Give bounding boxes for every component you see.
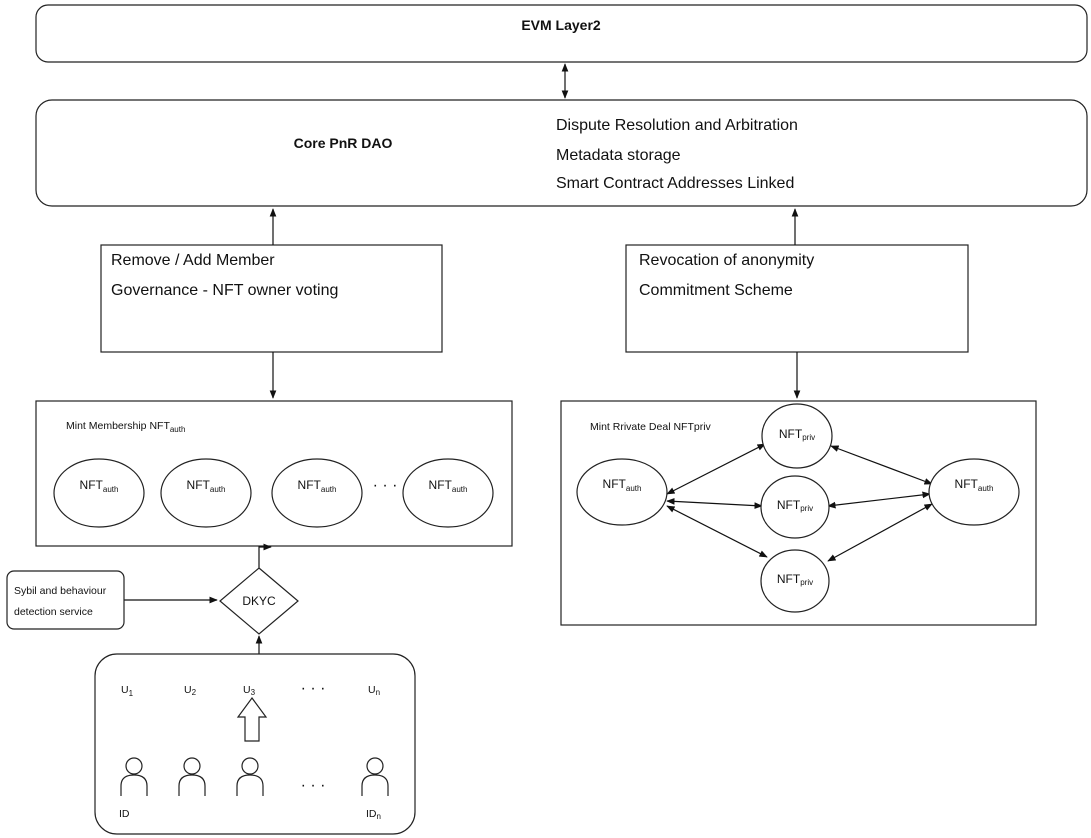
dkyc-decision: DKYC bbox=[219, 567, 299, 635]
id-last-label: IDn bbox=[366, 808, 381, 821]
svg-text:NFTauth: NFTauth bbox=[187, 478, 226, 494]
evm-layer2-box: EVM Layer2 bbox=[35, 4, 1088, 63]
core-dao-item-dispute: Dispute Resolution and Arbitration bbox=[556, 117, 798, 134]
users-group: U1 U2 U3 · · · Un · · · ID IDn bbox=[94, 653, 416, 835]
evm-layer2-title: EVM Layer2 bbox=[521, 17, 601, 33]
core-dao-item-metadata: Metadata storage bbox=[556, 147, 681, 164]
governance-item-voting: Governance - NFT owner voting bbox=[111, 282, 338, 299]
user-label: Un bbox=[368, 684, 380, 697]
svg-text:NFTauth: NFTauth bbox=[298, 478, 337, 494]
svg-text:NFTauth: NFTauth bbox=[603, 477, 642, 493]
core-dao-item-contracts: Smart Contract Addresses Linked bbox=[556, 175, 794, 192]
edge-priv-top-auth bbox=[830, 445, 933, 485]
dkyc-label: DKYC bbox=[242, 594, 276, 608]
nft-auth-node: NFTauth bbox=[928, 458, 1020, 526]
users-ellipsis-top: · · · bbox=[301, 680, 326, 697]
nft-auth-node: NFTauth bbox=[271, 458, 363, 528]
person-icon bbox=[236, 757, 264, 796]
person-icon bbox=[361, 757, 389, 796]
core-dao-title: Core PnR DAO bbox=[294, 135, 393, 151]
nft-auth-node: NFTauth bbox=[576, 458, 668, 526]
sybil-service-box: Sybil and behaviour detection service bbox=[6, 570, 125, 630]
membership-ellipsis: · · · bbox=[373, 477, 398, 494]
person-icon bbox=[120, 757, 148, 796]
id-first-label: ID bbox=[119, 808, 130, 820]
sybil-service-line1: Sybil and behaviour bbox=[14, 585, 107, 597]
person-icon bbox=[178, 757, 206, 796]
revocation-item-commitment: Commitment Scheme bbox=[639, 282, 793, 299]
nft-priv-node: NFTpriv bbox=[760, 475, 830, 539]
nft-auth-node: NFTauth bbox=[160, 458, 252, 528]
svg-text:NFTauth: NFTauth bbox=[429, 478, 468, 494]
nft-priv-node: NFTpriv bbox=[761, 403, 833, 469]
revocation-item-anonymity: Revocation of anonymity bbox=[639, 252, 814, 269]
up-arrow-icon bbox=[236, 696, 268, 742]
revocation-box: Revocation of anonymity Commitment Schem… bbox=[625, 244, 969, 353]
arrow-dkyc-to-membership bbox=[258, 543, 272, 568]
governance-box: Remove / Add Member Governance - NFT own… bbox=[100, 244, 443, 353]
sybil-service-line2: detection service bbox=[14, 606, 93, 618]
svg-text:NFTauth: NFTauth bbox=[80, 478, 119, 494]
svg-text:NFTpriv: NFTpriv bbox=[777, 498, 813, 513]
edge-auth-priv-mid bbox=[666, 498, 763, 509]
governance-item-remove-add: Remove / Add Member bbox=[111, 252, 275, 269]
svg-text:NFTpriv: NFTpriv bbox=[777, 572, 813, 587]
users-ellipsis-bottom: · · · bbox=[301, 777, 326, 794]
user-label: U3 bbox=[243, 684, 256, 697]
nft-auth-node: NFTauth bbox=[402, 458, 494, 528]
nft-auth-node: NFTauth bbox=[53, 458, 145, 528]
user-label: U2 bbox=[184, 684, 197, 697]
membership-panel-title: Mint Membership NFTauth bbox=[66, 420, 185, 434]
edge-priv-bottom-auth bbox=[827, 503, 933, 562]
private-deal-panel: Mint Rrivate Deal NFTpriv NFTauth NFTaut… bbox=[560, 400, 1037, 626]
membership-panel: Mint Membership NFTauth NFTauth NFTauth … bbox=[35, 400, 513, 547]
svg-text:NFTauth: NFTauth bbox=[955, 477, 994, 493]
svg-text:NFTpriv: NFTpriv bbox=[779, 427, 815, 442]
user-label: U1 bbox=[121, 684, 134, 698]
nft-priv-node: NFTpriv bbox=[760, 549, 830, 613]
edge-auth-priv-bottom bbox=[666, 505, 768, 558]
private-panel-title: Mint Rrivate Deal NFTpriv bbox=[590, 421, 712, 433]
edge-auth-priv-top bbox=[666, 443, 766, 495]
core-dao-box: Core PnR DAO Dispute Resolution and Arbi… bbox=[35, 99, 1088, 207]
